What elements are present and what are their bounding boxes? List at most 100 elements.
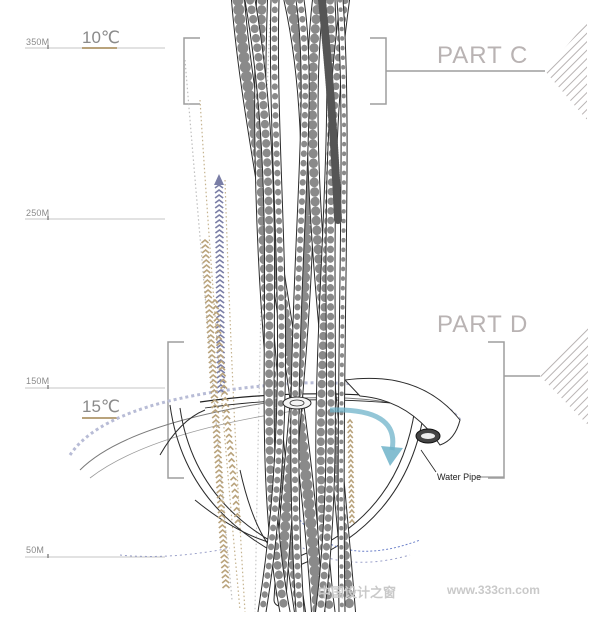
chevron-icon xyxy=(219,372,227,377)
chevron-icon xyxy=(208,358,217,364)
chevron-icon xyxy=(347,473,355,479)
chevron-icon xyxy=(347,458,354,464)
chevron-icon xyxy=(208,363,217,369)
chevron-icon xyxy=(215,234,224,239)
chevron-icon xyxy=(214,209,224,214)
chevron-icon xyxy=(220,384,228,390)
chevron-icon xyxy=(204,298,213,304)
chevron-icon xyxy=(214,214,224,219)
chevron-icon xyxy=(214,219,224,224)
chevron-icon xyxy=(225,433,233,439)
chevron-icon xyxy=(224,421,232,426)
chevron-icon xyxy=(212,428,221,434)
chevron-icon xyxy=(222,408,231,414)
chevron-icon xyxy=(204,288,213,294)
chevron-icon xyxy=(348,488,355,494)
chevron-icon xyxy=(221,578,230,584)
chevron-icon xyxy=(348,478,355,484)
chevron-icon xyxy=(214,194,224,199)
chevron-arrow-icon xyxy=(200,174,356,589)
chevron-icon xyxy=(215,244,225,249)
hatch-triangle-icon xyxy=(545,22,587,120)
chevron-icon xyxy=(215,473,224,479)
chevron-icon xyxy=(215,259,225,264)
chevron-icon xyxy=(217,359,225,365)
temperature-label-10c: 10℃ xyxy=(82,28,121,47)
chevron-icon xyxy=(227,451,235,457)
chevron-icon xyxy=(226,445,234,451)
chevron-icon xyxy=(226,439,234,445)
part-c-label: PART C xyxy=(437,42,529,69)
chevron-icon xyxy=(221,396,229,402)
chevron-icon xyxy=(219,378,227,384)
chevron-icon xyxy=(218,533,227,539)
chevron-icon xyxy=(216,488,225,494)
pipe-ring-end xyxy=(343,377,461,446)
chevron-icon xyxy=(220,553,229,559)
altitude-label-350: 350M xyxy=(26,37,50,47)
chevron-icon xyxy=(217,503,226,509)
chevron-icon xyxy=(214,458,223,464)
chevron-icon xyxy=(214,463,223,469)
chevron-icon xyxy=(348,483,355,489)
chevron-icon xyxy=(216,344,226,349)
chevron-icon xyxy=(220,563,229,569)
chevron-icon xyxy=(348,508,355,514)
temperature-label-15c: 15℃ xyxy=(82,397,121,416)
chevron-icon xyxy=(216,493,225,499)
cable-fill-9 xyxy=(337,0,347,615)
chevron-icon xyxy=(215,279,225,284)
chevron-icon xyxy=(216,347,224,353)
bracket-part-d xyxy=(167,341,540,479)
chevron-icon xyxy=(206,328,215,334)
chevron-icon xyxy=(221,573,230,579)
chevron-icon xyxy=(212,433,221,439)
cable-bundle xyxy=(231,0,356,617)
chevron-icon xyxy=(218,366,226,371)
chevron-icon xyxy=(219,538,228,544)
chevron-icon xyxy=(223,414,231,420)
chevron-icon xyxy=(217,513,226,519)
chevron-icon xyxy=(229,469,237,475)
chevron-icon xyxy=(202,268,211,274)
cable-segments-6 xyxy=(316,0,349,616)
cable-segments-7 xyxy=(259,0,285,615)
chevron-icon xyxy=(212,311,220,316)
water-pipe-leader xyxy=(420,449,437,473)
altitude-label-150: 150M xyxy=(26,376,50,386)
chevron-icon xyxy=(205,308,214,314)
chevron-icon xyxy=(216,379,226,384)
watermark-url: www.333cn.com xyxy=(447,583,540,597)
chevron-icon xyxy=(216,498,225,504)
chevron-icon xyxy=(216,339,225,344)
chevron-icon xyxy=(348,513,356,519)
chevron-icon xyxy=(215,284,225,289)
chevron-icon xyxy=(219,548,228,554)
chevron-icon xyxy=(228,463,236,469)
chevron-icon xyxy=(220,558,229,564)
chevron-icon xyxy=(214,189,224,194)
chevron-icon xyxy=(217,508,226,514)
chevron-icon xyxy=(200,238,210,244)
chevron-icon xyxy=(206,333,215,339)
chevron-icon xyxy=(213,448,222,454)
chevron-icon xyxy=(214,199,224,204)
chevron-icon xyxy=(214,204,224,209)
chevron-icon xyxy=(207,348,216,354)
chevron-icon xyxy=(233,512,241,518)
chevron-icon xyxy=(205,313,214,319)
chevron-icon xyxy=(347,428,354,434)
arrow-head-icon xyxy=(214,174,224,185)
chevron-icon xyxy=(218,518,227,524)
chevron-icon xyxy=(201,248,210,254)
water-pipe-label: Water Pipe xyxy=(437,472,482,482)
chevron-icon xyxy=(230,482,238,487)
chevron-icon xyxy=(215,294,225,299)
chevron-icon xyxy=(347,468,355,474)
chevron-icon xyxy=(347,443,354,449)
chevron-icon xyxy=(204,303,213,309)
chevron-icon xyxy=(217,353,225,359)
chevron-icon xyxy=(201,243,210,249)
chevron-icon xyxy=(347,453,354,459)
